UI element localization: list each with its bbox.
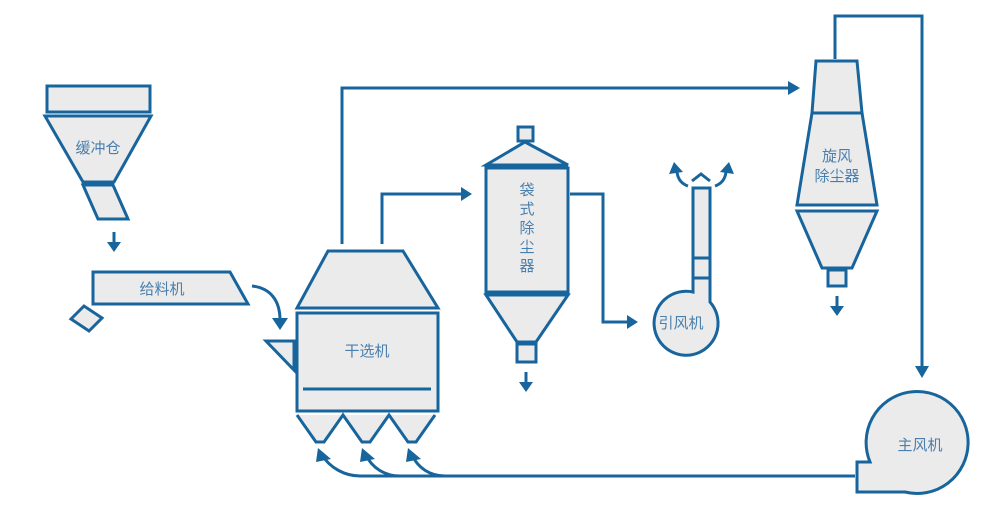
buffer-bin-chute <box>80 183 131 221</box>
main-fan-label: 主风机 <box>897 436 942 454</box>
induced-fan: 引风机 <box>652 162 734 357</box>
arrow-down-icon <box>830 296 844 316</box>
bag-filter-label-3: 除 <box>519 219 534 237</box>
arrow-down-icon <box>107 232 121 252</box>
buffer-bin-top <box>45 84 152 114</box>
cyclone-label-line2: 除尘器 <box>814 167 859 185</box>
cyclone-cone <box>794 209 880 270</box>
line-separator-to-bag-filter <box>380 187 472 244</box>
cyclone-body <box>795 111 879 207</box>
curved-arrow-icon <box>251 284 288 330</box>
bag-filter-hopper <box>483 293 571 344</box>
induced-fan-housing <box>652 276 720 357</box>
bag-filter-outlet <box>516 125 535 143</box>
arrow-down-icon <box>519 372 533 392</box>
bag-filter-label-4: 尘 <box>519 238 534 256</box>
bag-filter-discharge <box>515 342 538 364</box>
cyclone-top <box>810 59 864 115</box>
arrow-exhaust-icon <box>720 162 734 174</box>
line-cyclone-to-main-fan <box>833 14 929 378</box>
bag-filter-label-5: 器 <box>519 257 534 275</box>
dry-separator-top <box>294 249 441 310</box>
dry-separator-hoppers <box>295 412 437 444</box>
dry-separator-inlet <box>262 339 296 374</box>
line-separator-to-cyclone <box>340 81 800 244</box>
dry-separator-label: 干选机 <box>344 342 389 360</box>
bag-filter-label-1: 袋 <box>519 181 534 199</box>
main-fan: 主风机 <box>855 389 970 495</box>
feeder-motor <box>68 304 105 333</box>
cyclone: 旋风 除尘器 <box>794 59 880 288</box>
arrow-up-left-icon <box>316 448 331 462</box>
buffer-bin-hopper <box>42 114 154 184</box>
bag-filter-label-2: 式 <box>519 200 534 218</box>
feeder-body <box>91 270 251 306</box>
bag-filter: 袋 式 除 尘 器 <box>480 125 571 364</box>
arrow-up-left-icon <box>360 448 375 462</box>
induced-fan-label: 引风机 <box>658 314 703 332</box>
induced-fan-stack <box>691 186 712 280</box>
feeder-label: 给料机 <box>139 280 184 298</box>
dry-separator-body <box>295 311 440 413</box>
return-air-lines <box>316 448 855 478</box>
bag-filter-body <box>484 166 570 294</box>
arrow-up-left-icon <box>406 448 421 462</box>
feeder: 给料机 <box>68 270 251 333</box>
line-bag-filter-to-fan <box>570 192 638 329</box>
cyclone-discharge <box>826 268 848 288</box>
main-fan-housing <box>855 389 970 495</box>
cyclone-label-line1: 旋风 <box>822 147 852 165</box>
buffer-bin-label: 缓冲仓 <box>75 139 120 157</box>
dry-separator: 干选机 <box>262 249 441 444</box>
arrow-exhaust-icon <box>669 162 683 174</box>
buffer-bin: 缓冲仓 <box>42 84 154 221</box>
bag-filter-roof <box>480 140 569 167</box>
stack-cap <box>691 172 711 183</box>
